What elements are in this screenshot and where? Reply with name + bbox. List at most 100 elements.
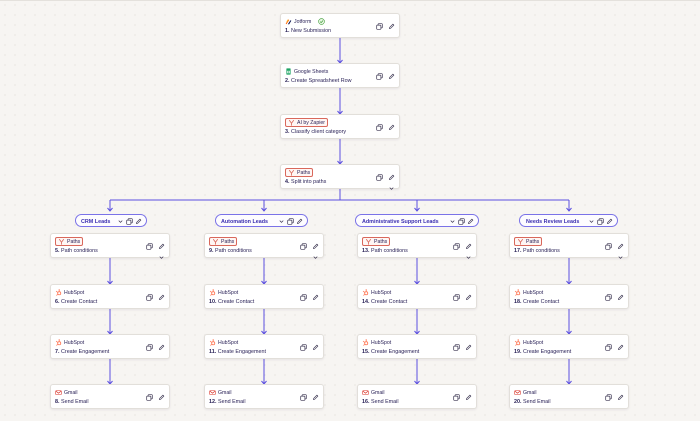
step-name: Send Email bbox=[218, 399, 246, 405]
path-label-needs-review-leads[interactable]: Needs Review Leads bbox=[519, 214, 618, 227]
step-number: 20. bbox=[514, 399, 522, 405]
edit-icon[interactable] bbox=[158, 388, 165, 400]
path-name: Needs Review Leads bbox=[526, 218, 580, 225]
chevron-down-icon[interactable] bbox=[158, 248, 165, 259]
edit-icon[interactable] bbox=[465, 237, 472, 249]
app-badge: HubSpot bbox=[362, 338, 391, 347]
duplicate-icon[interactable] bbox=[453, 388, 460, 401]
duplicate-icon[interactable] bbox=[458, 218, 465, 225]
app-name: HubSpot bbox=[218, 339, 239, 346]
path-label-crm-leads[interactable]: CRM Leads bbox=[75, 214, 147, 227]
duplicate-icon[interactable] bbox=[453, 288, 460, 301]
hubspot-icon bbox=[209, 339, 216, 346]
chevron-down-icon[interactable] bbox=[278, 218, 284, 224]
duplicate-icon[interactable] bbox=[300, 388, 307, 401]
duplicate-icon[interactable] bbox=[597, 218, 604, 225]
path-label-automation-leads[interactable]: Automation Leads bbox=[215, 214, 308, 227]
app-name: Gmail bbox=[371, 389, 385, 396]
path-label-administrative-support-leads[interactable]: Administrative Support Leads bbox=[355, 214, 479, 227]
duplicate-icon[interactable] bbox=[605, 338, 612, 351]
duplicate-icon[interactable] bbox=[376, 168, 383, 181]
edit-icon[interactable] bbox=[617, 288, 624, 300]
edit-icon[interactable] bbox=[388, 168, 395, 180]
edit-icon[interactable] bbox=[388, 118, 395, 130]
chevron-down-icon[interactable] bbox=[465, 248, 472, 259]
edit-icon[interactable] bbox=[606, 218, 613, 224]
edit-icon[interactable] bbox=[296, 218, 303, 224]
edit-icon[interactable] bbox=[617, 338, 624, 350]
app-name: Paths bbox=[526, 238, 540, 245]
duplicate-icon[interactable] bbox=[146, 237, 153, 250]
edit-icon[interactable] bbox=[617, 237, 624, 249]
duplicate-icon[interactable] bbox=[453, 338, 460, 351]
gmail-icon bbox=[362, 389, 369, 396]
chevron-down-icon[interactable] bbox=[312, 248, 319, 259]
duplicate-icon[interactable] bbox=[300, 338, 307, 351]
duplicate-icon[interactable] bbox=[300, 237, 307, 250]
duplicate-icon[interactable] bbox=[126, 218, 133, 225]
edit-icon[interactable] bbox=[388, 67, 395, 79]
app-name: Gmail bbox=[523, 389, 537, 396]
duplicate-icon[interactable] bbox=[453, 237, 460, 250]
app-name: Paths bbox=[297, 169, 311, 176]
duplicate-icon[interactable] bbox=[300, 288, 307, 301]
edit-icon[interactable] bbox=[312, 237, 319, 249]
hubspot-icon bbox=[362, 289, 369, 296]
app-badge: HubSpot bbox=[55, 338, 84, 347]
edit-icon[interactable] bbox=[467, 218, 474, 224]
edit-icon[interactable] bbox=[312, 338, 319, 350]
chevron-down-icon[interactable] bbox=[388, 179, 395, 190]
edit-icon[interactable] bbox=[465, 288, 472, 300]
hubspot-icon bbox=[514, 339, 521, 346]
duplicate-icon[interactable] bbox=[605, 237, 612, 250]
duplicate-icon[interactable] bbox=[146, 338, 153, 351]
duplicate-icon[interactable] bbox=[376, 118, 383, 131]
chevron-down-icon[interactable] bbox=[449, 218, 455, 224]
edit-icon[interactable] bbox=[135, 218, 142, 224]
chevron-down-icon[interactable] bbox=[588, 218, 594, 224]
edit-icon[interactable] bbox=[388, 17, 395, 29]
duplicate-icon[interactable] bbox=[287, 218, 294, 225]
edit-icon[interactable] bbox=[312, 388, 319, 400]
edit-icon[interactable] bbox=[158, 338, 165, 350]
edit-icon[interactable] bbox=[465, 338, 472, 350]
paths-icon bbox=[365, 238, 372, 245]
duplicate-icon[interactable] bbox=[146, 288, 153, 301]
chevron-down-icon[interactable] bbox=[617, 248, 624, 259]
edit-icon[interactable] bbox=[158, 288, 165, 300]
duplicate-icon[interactable] bbox=[376, 17, 383, 30]
duplicate-icon[interactable] bbox=[605, 288, 612, 301]
edit-icon[interactable] bbox=[617, 388, 624, 400]
edit-icon[interactable] bbox=[312, 288, 319, 300]
duplicate-icon[interactable] bbox=[376, 67, 383, 80]
canvas-top-border bbox=[0, 0, 700, 1]
chevron-down-icon[interactable] bbox=[117, 218, 123, 224]
step-name: Path conditions bbox=[61, 248, 98, 254]
edit-icon[interactable] bbox=[465, 388, 472, 400]
step-name: Split into paths bbox=[291, 179, 327, 185]
edit-icon[interactable] bbox=[158, 237, 165, 249]
duplicate-icon[interactable] bbox=[605, 388, 612, 401]
duplicate-icon[interactable] bbox=[146, 388, 153, 401]
step-title: 6. Create Contact bbox=[55, 299, 97, 305]
